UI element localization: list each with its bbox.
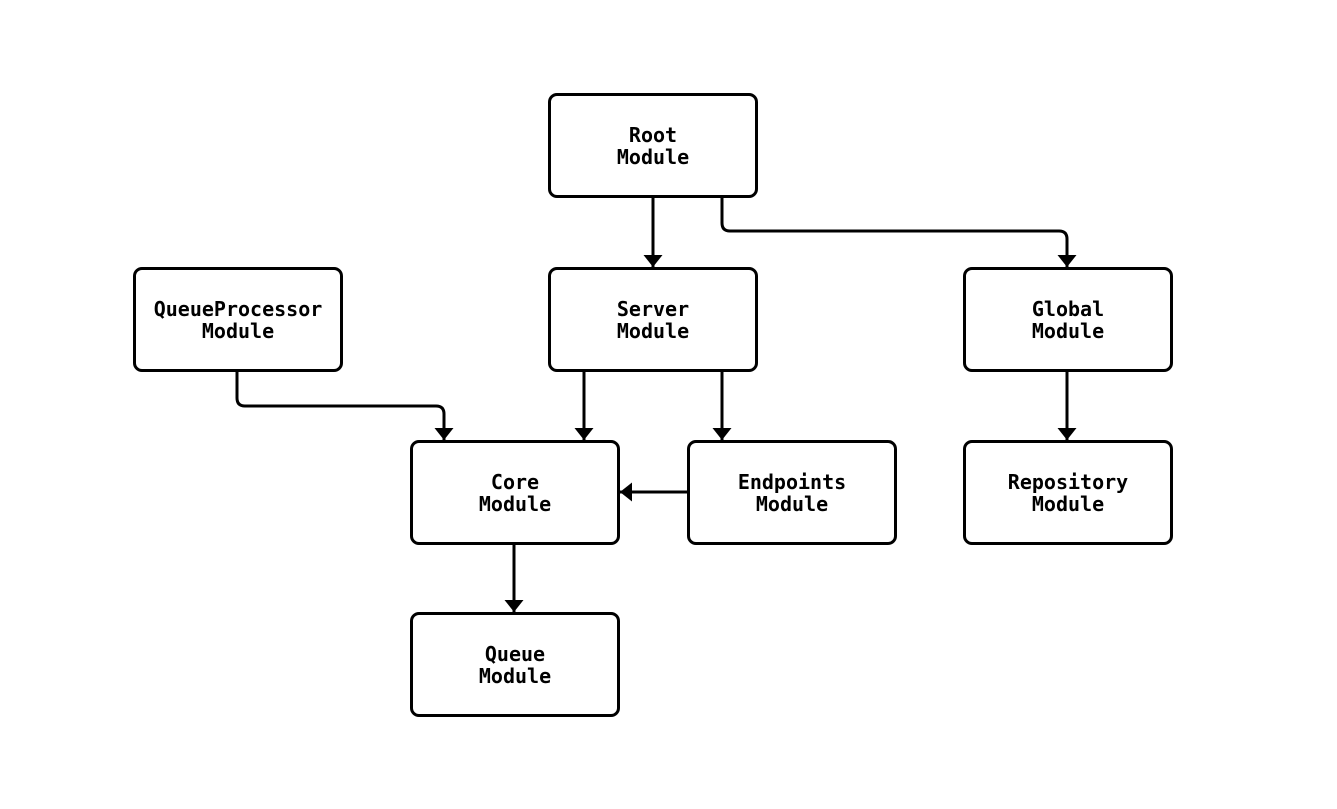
node-endpoints-module-label: Endpoints Module bbox=[737, 469, 847, 516]
node-global-module-label: Global Module bbox=[1031, 296, 1105, 343]
edge-root-to-global bbox=[720, 198, 1077, 267]
node-queueprocessor-module: QueueProcessor Module bbox=[133, 267, 343, 372]
node-repository-module-label: Repository Module bbox=[1007, 469, 1129, 516]
node-root-module: Root Module bbox=[548, 93, 758, 198]
node-core-module: Core Module bbox=[410, 440, 620, 545]
node-queue-module: Queue Module bbox=[410, 612, 620, 717]
node-repository-module: Repository Module bbox=[963, 440, 1173, 545]
node-core-module-label: Core Module bbox=[478, 469, 552, 516]
node-global-module: Global Module bbox=[963, 267, 1173, 372]
edge-queueprocessor-to-core bbox=[235, 372, 454, 440]
node-root-module-label: Root Module bbox=[616, 122, 690, 169]
node-server-module-label: Server Module bbox=[616, 296, 690, 343]
node-endpoints-module: Endpoints Module bbox=[687, 440, 897, 545]
node-queue-module-label: Queue Module bbox=[478, 641, 552, 688]
node-queueprocessor-module-label: QueueProcessor Module bbox=[153, 296, 323, 343]
node-server-module: Server Module bbox=[548, 267, 758, 372]
